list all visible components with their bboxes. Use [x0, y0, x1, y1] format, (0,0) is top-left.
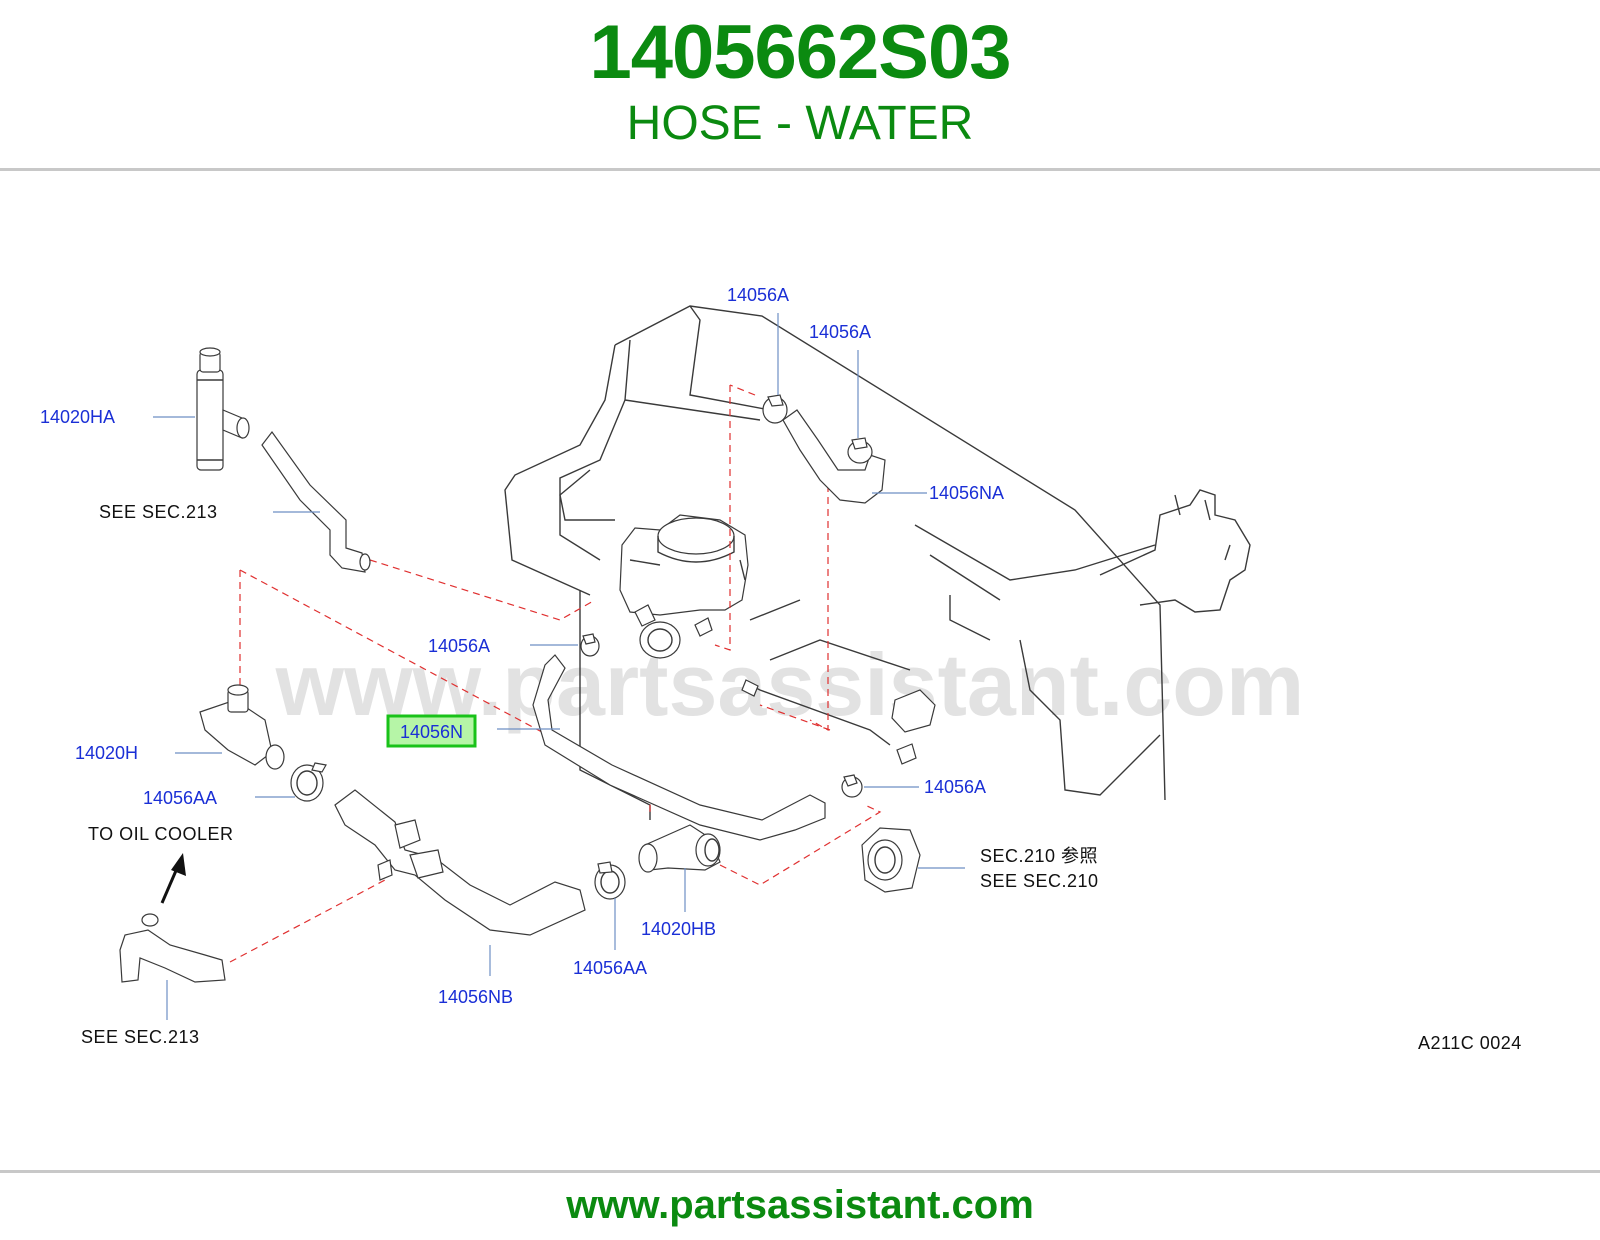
hose-14056nb	[334, 789, 586, 936]
hose-clamp-14056a-top	[762, 394, 788, 424]
callout-14056aa-left[interactable]: 14056AA	[143, 788, 217, 808]
note-sec-210-ref: SEC.210 参照	[980, 846, 1098, 866]
callout-leader-lines	[153, 313, 965, 1020]
highlight-box	[386, 714, 477, 748]
footer-website-link[interactable]: www.partsassistant.com	[566, 1183, 1034, 1227]
part-number-title: 1405662S03	[589, 10, 1011, 95]
note-see-sec-210: SEE SEC.210	[980, 871, 1099, 891]
page-header: 1405662S03 HOSE - WATER	[0, 0, 1600, 168]
note-see-sec-213-top: SEE SEC.213	[99, 502, 218, 522]
callout-14056a-top[interactable]: 14056A	[727, 285, 789, 305]
hose-upper-left	[261, 430, 366, 573]
callout-14056aa-bottom[interactable]: 14056AA	[573, 958, 647, 978]
hose-lower-left	[119, 929, 226, 983]
callout-14056na[interactable]: 14056NA	[929, 483, 1004, 503]
callout-14056a-mid[interactable]: 14056A	[428, 636, 490, 656]
engine-block-drawing	[504, 305, 1251, 820]
hose-clamp-14056a-mid	[580, 633, 600, 657]
callout-14056n[interactable]: 14056N	[400, 722, 463, 742]
hose-clamp-14056a-second	[847, 437, 873, 464]
callout-14056n-highlight[interactable]: 14056N	[386, 714, 477, 748]
callout-14056a-second[interactable]: 14056A	[809, 322, 871, 342]
note-labels: SEE SEC.213 TO OIL COOLER SEC.210 参照 SEE…	[81, 502, 1522, 1053]
connection-guide-lines	[229, 384, 882, 963]
callout-14056a-right[interactable]: 14056A	[924, 777, 986, 797]
parts-drawing	[119, 347, 921, 983]
fitting-14020hb	[638, 824, 721, 873]
hose-clamp-14056a-right	[841, 774, 863, 798]
tee-fitting-14020h	[199, 684, 285, 770]
hose-clamp-14056aa-left	[290, 762, 327, 802]
note-see-sec-213-bottom: SEE SEC.213	[81, 1027, 200, 1047]
callout-14020ha[interactable]: 14020HA	[40, 407, 115, 427]
diagram-canvas: www.partsassistant.com	[40, 285, 1522, 1053]
part-name-subtitle: HOSE - WATER	[626, 97, 974, 150]
parts-diagram: www.partsassistant.com	[0, 172, 1600, 1168]
callout-14020hb[interactable]: 14020HB	[641, 919, 716, 939]
tee-fitting-14020ha	[196, 347, 250, 471]
hose-14056na	[782, 409, 886, 504]
footer-divider	[0, 1170, 1600, 1173]
header-divider	[0, 168, 1600, 171]
callout-14056nb[interactable]: 14056NB	[438, 987, 513, 1007]
callout-labels: 14056A 14056A 14020HA 14056NA 14056A 140…	[40, 285, 1004, 1007]
note-to-oil-cooler: TO OIL COOLER	[88, 824, 234, 844]
hose-14056n	[532, 654, 826, 841]
callout-14020h[interactable]: 14020H	[75, 743, 138, 763]
flange-sec-210	[861, 827, 921, 893]
hose-clamp-14056aa-bottom	[594, 861, 626, 900]
oil-cooler-arrow	[160, 865, 180, 904]
diagram-code: A211C 0024	[1418, 1033, 1522, 1053]
